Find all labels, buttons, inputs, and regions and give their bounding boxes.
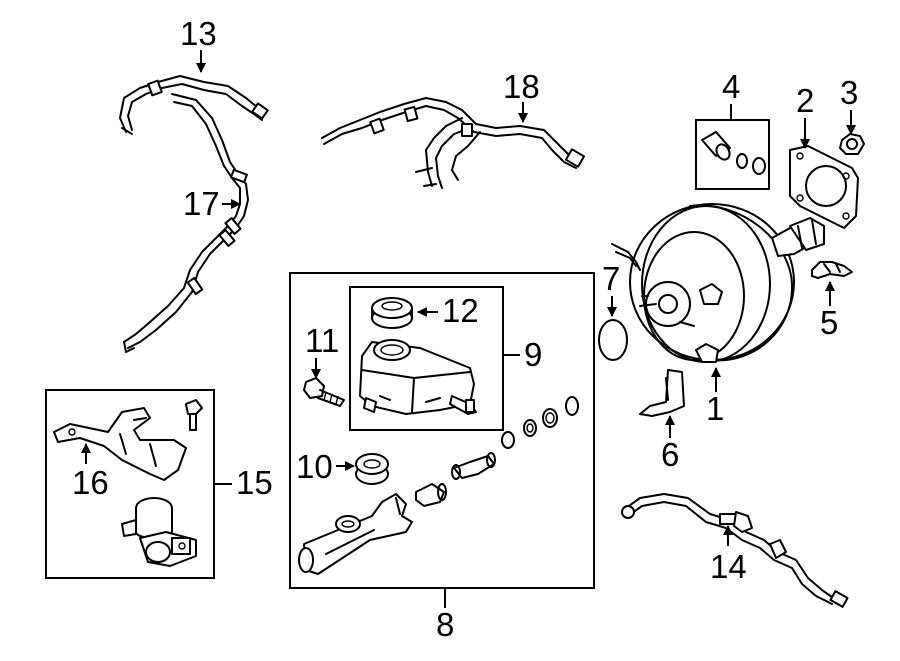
vacuum-hose-17-part bbox=[123, 93, 249, 353]
callout-2: 2 bbox=[796, 82, 814, 119]
callout-3: 3 bbox=[840, 74, 858, 111]
vacuum-hose-18-part bbox=[321, 97, 586, 189]
part-4-kit-box bbox=[695, 119, 770, 190]
grommet-part bbox=[355, 453, 389, 485]
part-8-box bbox=[289, 272, 595, 589]
part-9-box bbox=[349, 286, 504, 431]
callout-14: 14 bbox=[710, 548, 747, 585]
gasket-part bbox=[789, 145, 859, 229]
bracket-part bbox=[639, 369, 685, 417]
callout-4: 4 bbox=[722, 68, 740, 105]
master-cylinder-part bbox=[298, 493, 413, 575]
piston-and-seals-part bbox=[415, 396, 579, 507]
callout-9: 9 bbox=[524, 336, 542, 373]
callout-5: 5 bbox=[820, 304, 838, 341]
vacuum-pump-part bbox=[121, 497, 197, 567]
brake-booster-part bbox=[611, 203, 825, 363]
callout-6: 6 bbox=[661, 436, 679, 473]
kit-pin-and-orings-part bbox=[701, 131, 766, 175]
clip-part bbox=[811, 261, 853, 279]
bracket-bolt-part bbox=[185, 399, 203, 431]
callout-7: 7 bbox=[602, 260, 620, 297]
callout-13: 13 bbox=[180, 15, 217, 52]
pump-bracket-part bbox=[53, 407, 187, 481]
callout-1: 1 bbox=[706, 390, 724, 427]
callout-8: 8 bbox=[436, 606, 454, 643]
reservoir-cap-part bbox=[371, 297, 413, 329]
bolt-part bbox=[303, 377, 345, 407]
vacuum-hose-13-part bbox=[119, 75, 269, 135]
callout-10: 10 bbox=[296, 448, 333, 485]
callout-15: 15 bbox=[236, 464, 273, 501]
nut-part bbox=[839, 133, 865, 155]
callout-18: 18 bbox=[503, 68, 540, 105]
check-valve-hose-part bbox=[621, 493, 849, 608]
callout-11: 11 bbox=[305, 322, 339, 359]
oring-part bbox=[598, 319, 628, 361]
callout-12: 12 bbox=[442, 292, 479, 329]
fluid-reservoir-part bbox=[359, 339, 477, 415]
callout-17: 17 bbox=[183, 185, 220, 222]
callout-16: 16 bbox=[72, 464, 109, 501]
